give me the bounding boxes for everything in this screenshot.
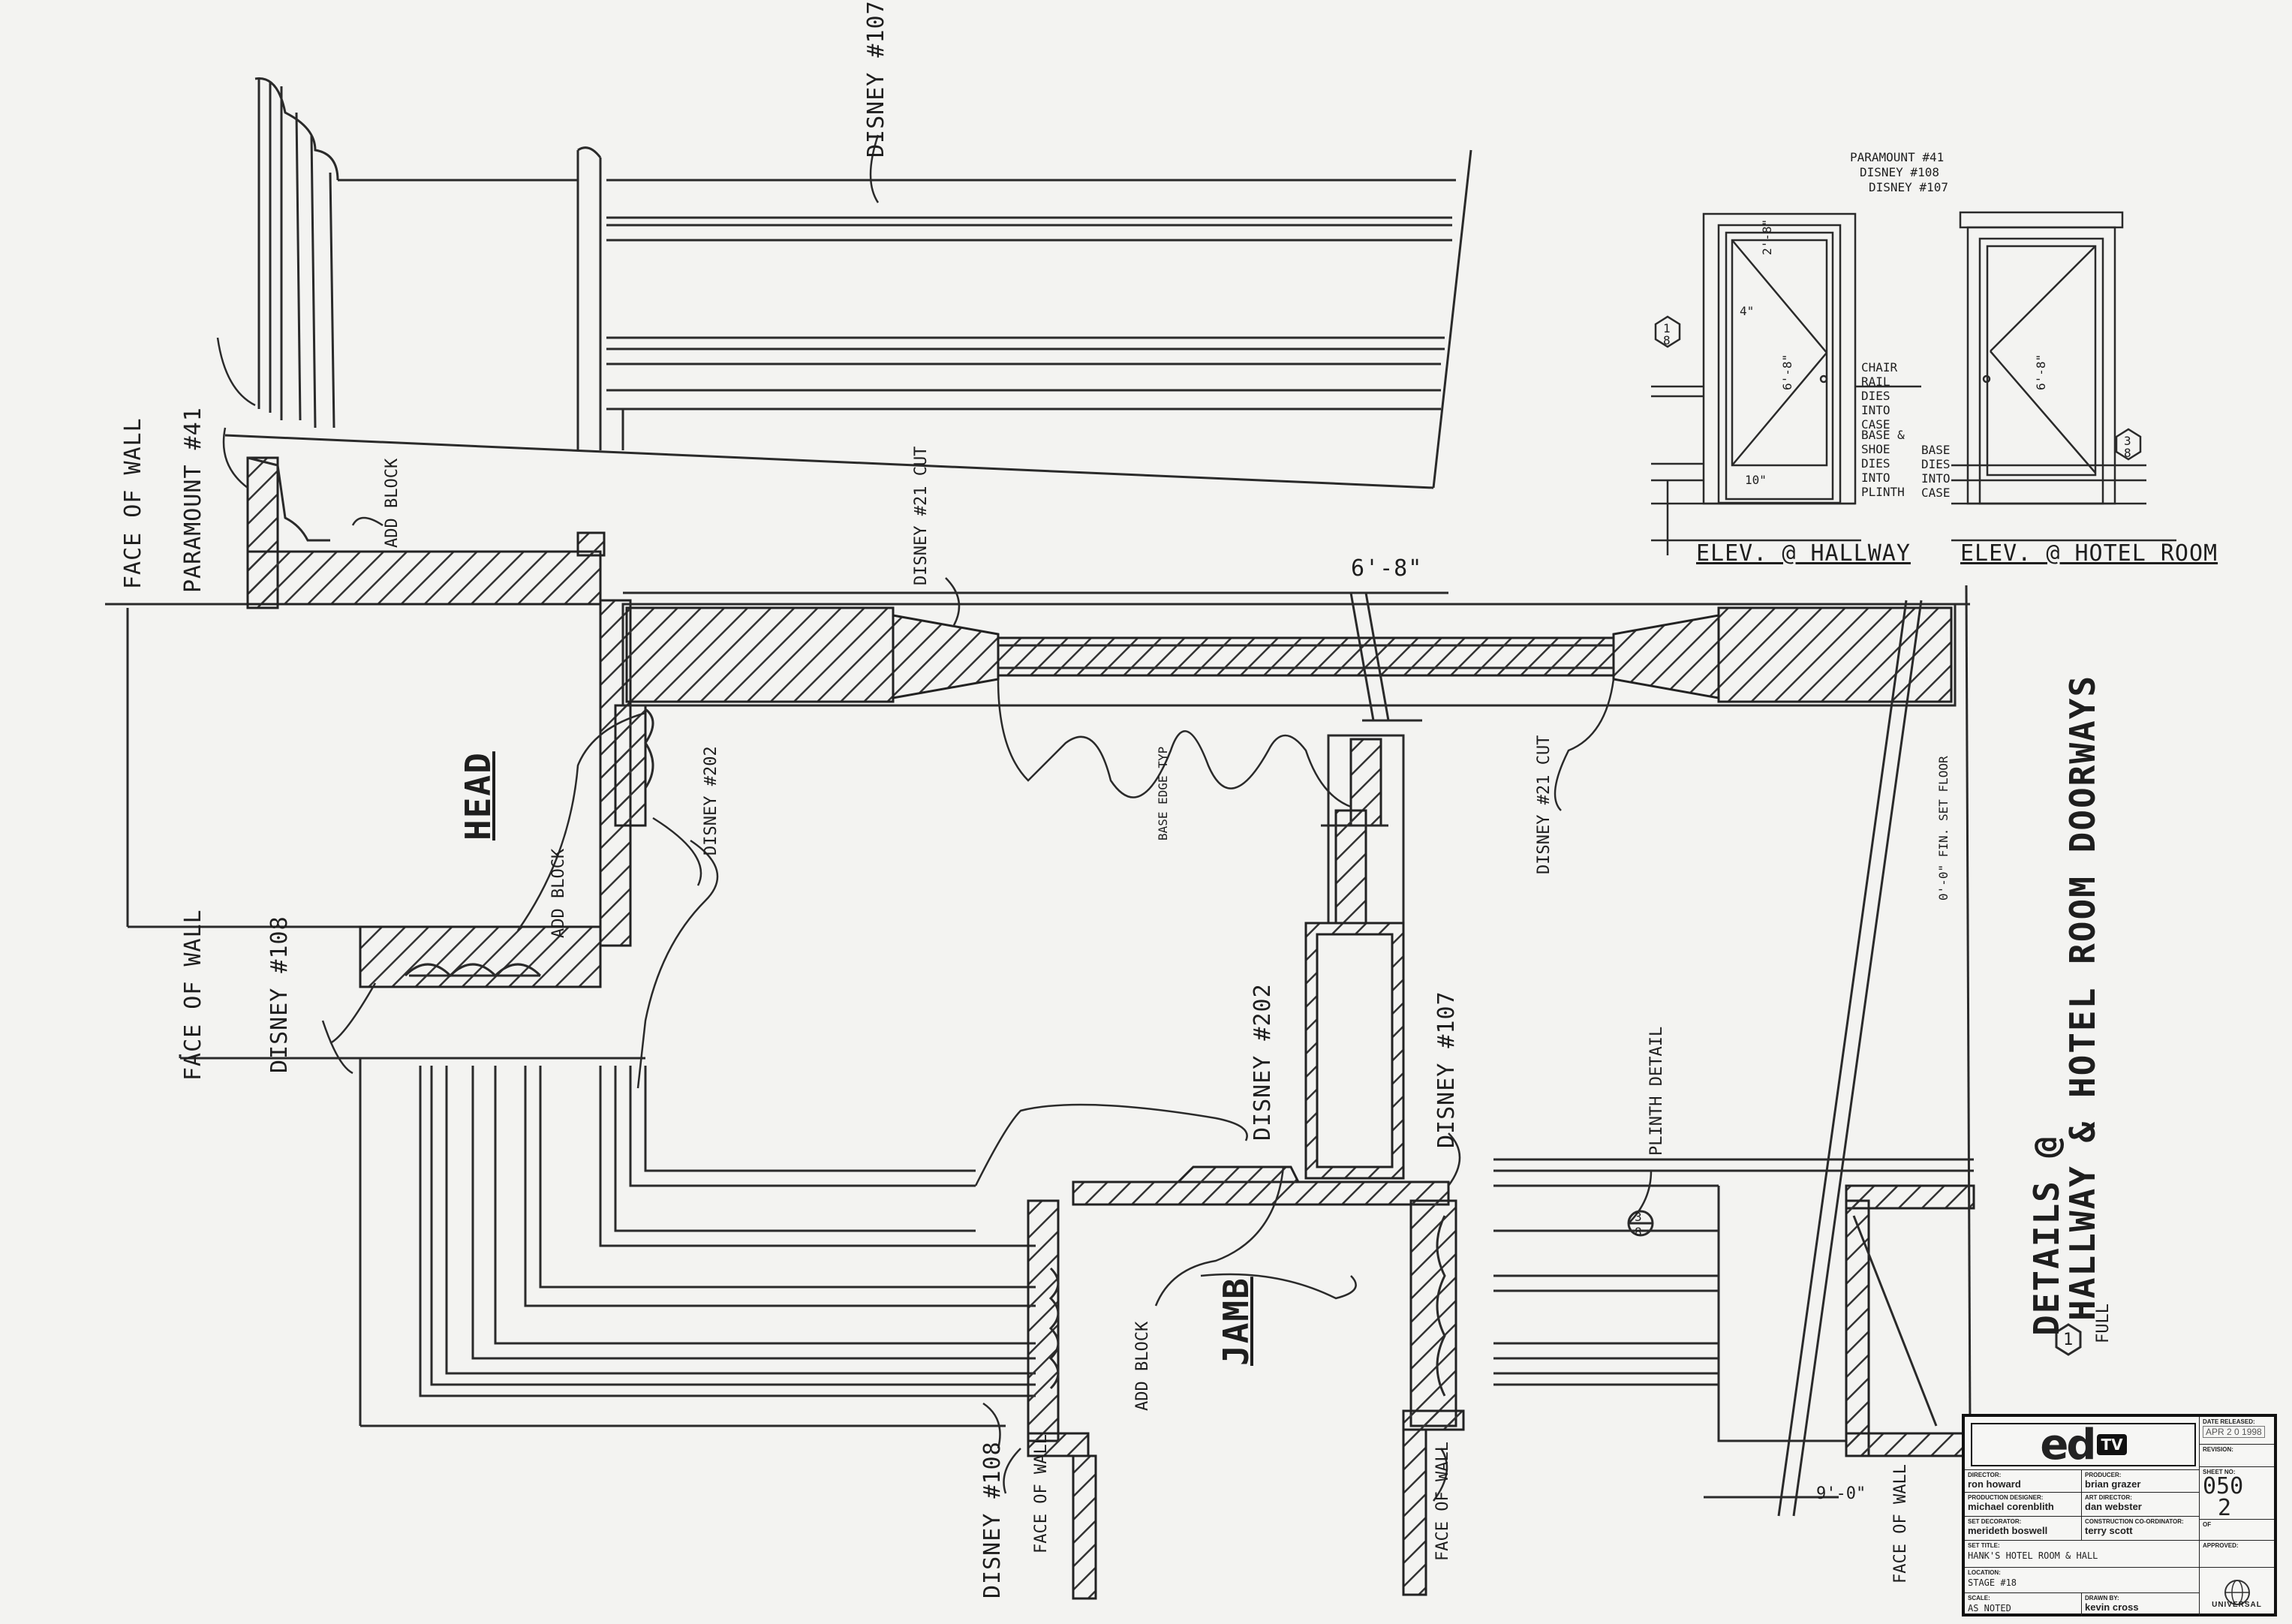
details-title: DETAILS @ [2026,1135,2067,1336]
door-elevations [1651,211,2176,555]
head-label: HEAD [458,751,498,841]
disney-21-cut-left-label: DISNEY #21 CUT [912,446,931,585]
art-director-name: dan webster [2085,1501,2142,1512]
face-of-wall-left-label: FACE OF WALL [180,909,206,1081]
dim-6-8-label: 6'-8" [1351,555,1423,582]
base-case-note: BASE DIES INTO CASE [1921,443,1951,500]
disney-108-bottom-label: DISNEY #108 [979,1441,1006,1598]
casing-elevation [359,1058,1974,1427]
producer-name: brian grazer [2085,1478,2141,1490]
paramount-41-label: PARAMOUNT #41 [180,407,206,593]
director-cell: DIRECTOR: ron howard [1965,1469,2081,1492]
elev-dim-10: 10" [1745,473,1767,487]
producer-cell: PRODUCER: brian grazer [2081,1469,2199,1492]
head-casing-bar [621,591,1970,721]
detail-ref-top: 3 [1635,1210,1642,1224]
set-title-value: HANK'S HOTEL ROOM & HALL [1968,1550,2098,1561]
date-stamp: APR 2 0 1998 [2203,1426,2265,1438]
plinth-detail-area [1704,585,1975,1517]
dim-9-0-label: 9'-0" [1816,1484,1866,1503]
details-scale-note: FULL [2094,1304,2113,1343]
edtv-logo: ed TV [1971,1420,2196,1469]
sheet-number: 050 [2203,1473,2244,1499]
construction-cell: CONSTRUCTION CO-ORDINATOR: terry scott [2081,1516,2199,1540]
top-casing-elevation [224,77,1472,489]
disney-108-left-label: DISNEY #108 [266,916,293,1073]
drawn-by-cell: DRAWN BY: kevin cross [2081,1592,2199,1616]
elev-dim-2-8: 2'-8" [1760,218,1774,255]
disney-107-top-label: DISNEY #107 [863,0,889,158]
add-block-top-label: ADD BLOCK [383,458,402,548]
logo-sub: TV [2097,1434,2127,1455]
add-block-head-label: ADD BLOCK [549,848,568,938]
prod-designer-cell: PRODUCTION DESIGNER: michael corenblith [1965,1492,2081,1516]
art-director-cell: ART DIRECTOR: dan webster [2081,1492,2199,1516]
of-cell: OF [2199,1519,2274,1540]
add-block-jamb-label: ADD BLOCK [1133,1321,1152,1411]
set-title-cell: SET TITLE: HANK'S HOTEL ROOM & HALL [1965,1540,2199,1567]
details-subtitle: HALLWAY & HOTEL ROOM DOORWAYS [2062,674,2103,1321]
detail-reference-bubble [1627,1210,1654,1237]
elev-ref-left-bottom: 8 [1663,333,1671,347]
elev-dim-4: 4" [1740,304,1755,318]
elev-hallway-title: ELEV. @ HALLWAY [1696,540,1911,567]
head-section [105,456,654,1060]
location-value: STAGE #18 [1968,1577,2017,1588]
center-jamb-strip [1304,719,1422,1180]
face-of-wall-bottom-right-label: FACE OF WALL [1433,1442,1452,1561]
face-of-wall-far-label: FACE OF WALL [1891,1464,1910,1583]
elev-ref-left-top: 1 [1663,321,1671,335]
drawn-by-name: kevin cross [2085,1601,2139,1613]
elev-ref-right-top: 3 [2124,434,2131,448]
prod-designer-name: michael corenblith [1968,1501,2054,1512]
disney-21-cut-right-label: DISNEY #21 CUT [1535,735,1554,874]
jamb-label: JAMB [1216,1277,1256,1366]
location-cell: LOCATION: STAGE #18 [1965,1567,2199,1592]
disney-107-jamb-label: DISNEY #107 [1433,991,1460,1148]
studio-name: UNIVERSAL [2212,1601,2262,1609]
elev-hotel-title: ELEV. @ HOTEL ROOM [1960,540,2218,567]
sheet-of-number: 2 [2218,1495,2232,1521]
elev-note-2: DISNEY #108 [1860,165,1939,179]
construction-name: terry scott [2085,1525,2133,1536]
elev-dim-6-8b: 6'-8" [2034,353,2048,390]
elev-dim-6-8a: 6'-8" [1780,353,1794,390]
leader-lines [216,134,1653,1502]
finished-floor-label: 0'-0" FIN. SET FLOOR [1936,756,1951,901]
approved-cell: APPROVED: [2199,1540,2274,1567]
set-decorator-cell: SET DECORATOR: merideth boswell [1965,1516,2081,1540]
globe-icon [2224,1579,2250,1605]
logo-main: ed [2040,1420,2096,1469]
detail-number: 1 [2063,1331,2074,1349]
base-shoe-note: BASE & SHOE DIES INTO PLINTH [1861,428,1905,499]
elev-note-1: PARAMOUNT #41 [1850,150,1945,164]
sheet-no-cell: SHEET NO: 050 2 [2199,1466,2274,1521]
revision-cell: REVISION: [2199,1444,2274,1466]
elev-ref-right-bottom: 8 [2124,446,2131,460]
disney-202-jamb-label: DISNEY #202 [1250,983,1276,1141]
plinth-detail-label: PLINTH DETAIL [1647,1026,1666,1156]
jamb-section [1027,1165,1465,1600]
face-of-wall-top-label: FACE OF WALL [120,417,146,589]
scale-cell: SCALE: AS NOTED [1965,1592,2081,1616]
elev-note-3: DISNEY #107 [1869,180,1948,194]
face-of-wall-bottom-left-label: FACE OF WALL [1032,1434,1051,1553]
studio-logo-cell: UNIVERSAL [2199,1567,2274,1616]
disney-202-head-label: DISNEY #202 [702,746,720,856]
set-decorator-name: merideth boswell [1968,1525,2048,1536]
chair-rail-note: CHAIR RAIL DIES INTO CASE [1861,360,1898,432]
detail-ref-bottom: 8 [1635,1225,1642,1239]
director-name: ron howard [1968,1478,2021,1490]
base-edge-label: BASE EDGE TYP [1156,746,1170,841]
scale-value: AS NOTED [1968,1603,2011,1613]
date-released-cell: DATE RELEASED: APR 2 0 1998 [2199,1417,2274,1444]
title-block: ed TV DATE RELEASED: APR 2 0 1998 REVISI… [1962,1414,2277,1616]
detail-number-hex [2055,1323,2082,1356]
